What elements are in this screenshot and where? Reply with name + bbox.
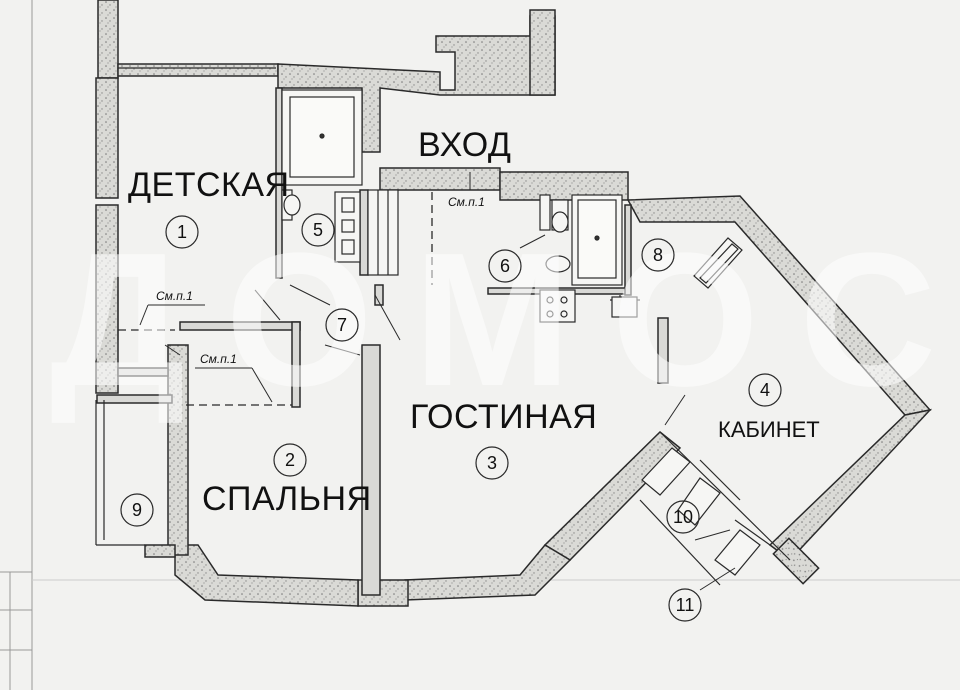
room-label-kabinet: КАБИНЕТ xyxy=(718,417,820,442)
partitions xyxy=(96,87,669,596)
room-number-4: 4 xyxy=(760,380,770,400)
room-label-gostinaya: ГОСТИНАЯ xyxy=(410,398,597,436)
watermark-text: ДОМОС xyxy=(50,214,960,426)
room-circle-2 xyxy=(273,443,307,477)
note-smp-vhod: См.п.1 xyxy=(448,195,485,209)
balcony-10-11 xyxy=(641,447,761,576)
reference-notes: См.п.1 См.п.1 См.п.1 xyxy=(139,172,500,403)
dashed-lines xyxy=(118,192,433,406)
room-circle-6 xyxy=(488,249,522,283)
room-number-1: 1 xyxy=(177,222,187,242)
room-number-11: 11 xyxy=(676,595,695,615)
room-number-10: 10 xyxy=(673,507,693,527)
room-circle-11 xyxy=(668,588,702,622)
room-numbers: 1 2 3 4 5 6 7 8 9 10 11 xyxy=(132,220,770,615)
room-number-7: 7 xyxy=(337,315,347,335)
room-circle-7 xyxy=(325,308,359,342)
room-circle-8 xyxy=(641,238,675,272)
room-circle-5 xyxy=(301,213,335,247)
room-number-circles xyxy=(120,213,782,622)
room-circle-10 xyxy=(666,500,700,534)
room-number-2: 2 xyxy=(285,450,295,470)
room-number-8: 8 xyxy=(653,245,663,265)
room-circle-1 xyxy=(165,215,199,249)
room-number-3: 3 xyxy=(487,453,497,473)
bathroom-5-fixtures xyxy=(281,89,399,276)
bathroom-6-fixtures xyxy=(539,194,638,323)
room-label-vhod: ВХОД xyxy=(418,126,511,164)
room-label-spalnya: СПАЛЬНЯ xyxy=(202,480,372,518)
room-circle-9 xyxy=(120,493,154,527)
room-label-detskaya: ДЕТСКАЯ xyxy=(128,166,290,204)
room-number-6: 6 xyxy=(500,256,510,276)
room-number-9: 9 xyxy=(132,500,142,520)
room-number-5: 5 xyxy=(313,220,323,240)
room-circle-4 xyxy=(748,373,782,407)
thin-lines xyxy=(95,67,791,586)
note-smp-spalnya: См.п.1 xyxy=(200,352,237,366)
note-smp-detskaya: См.п.1 xyxy=(156,289,193,303)
room-circle-3 xyxy=(475,446,509,480)
kabinet-shelf xyxy=(693,237,743,289)
leader-lines xyxy=(694,529,736,591)
